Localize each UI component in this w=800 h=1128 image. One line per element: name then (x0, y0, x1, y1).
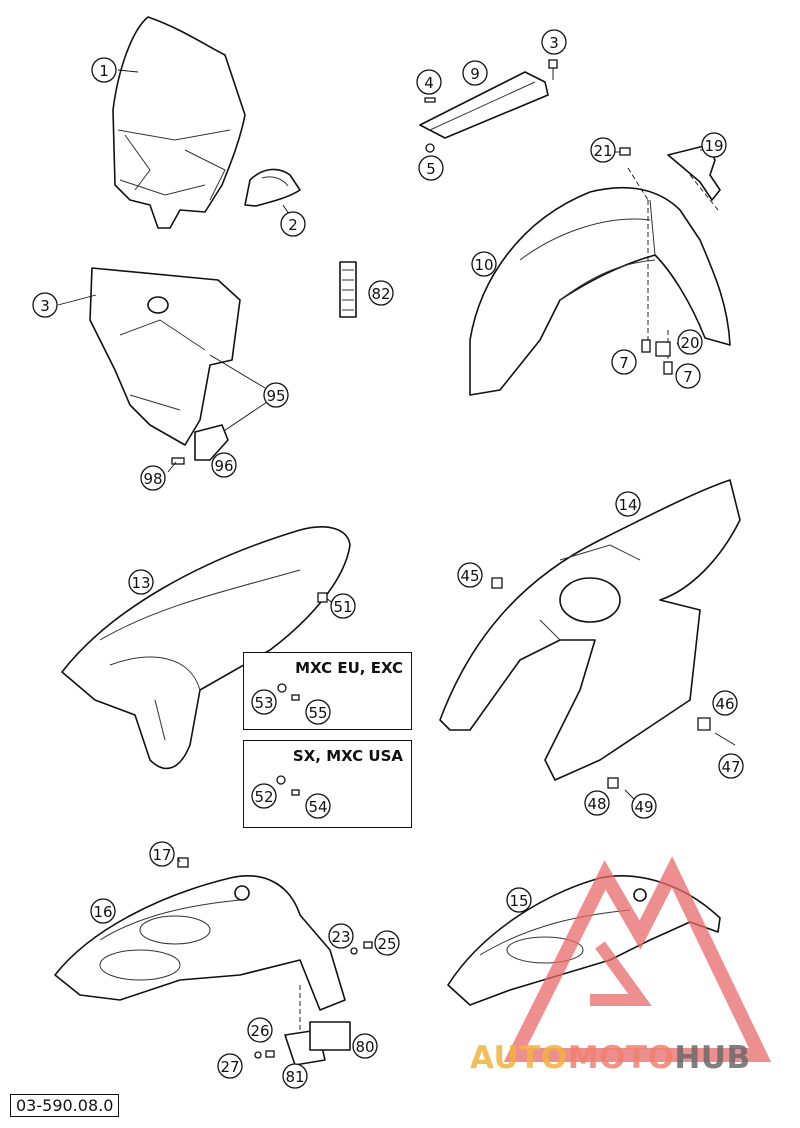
callout-number: 48 (587, 795, 606, 813)
callout-19: 19 (701, 132, 727, 158)
callout-7: 7 (611, 349, 637, 375)
callout-number: 26 (250, 1022, 269, 1040)
watermark-logo (503, 856, 772, 1062)
callout-number: 80 (355, 1038, 374, 1056)
rear-fender-part (61, 526, 351, 770)
callout-number: 16 (93, 903, 112, 921)
callout-number: 45 (460, 567, 479, 585)
callout-51: 51 (330, 593, 356, 619)
callout-98: 98 (140, 465, 166, 491)
callout-number: 10 (474, 256, 493, 274)
callout-number: 81 (285, 1068, 304, 1086)
callout-number: 2 (288, 216, 298, 234)
callout-17: 17 (149, 841, 175, 867)
callout-number: 95 (266, 387, 285, 405)
sticker-part (339, 261, 357, 318)
callout-number: 4 (424, 74, 434, 92)
callout-number: 14 (618, 496, 637, 514)
callout-95: 95 (263, 382, 289, 408)
callout-4: 4 (416, 69, 442, 95)
callout-number: 49 (634, 798, 653, 816)
callout-number: 13 (131, 574, 150, 592)
callout-3: 3 (541, 29, 567, 55)
callout-number: 7 (683, 368, 693, 386)
callout-45: 45 (457, 562, 483, 588)
callout-46: 46 (712, 690, 738, 716)
callout-26: 26 (247, 1017, 273, 1043)
variant-title: MXC EU, EXC (295, 659, 403, 677)
callout-number: 15 (509, 892, 528, 910)
headlight-mask-part (112, 16, 246, 229)
callout-13: 13 (128, 569, 154, 595)
rear-fender-variant-part (54, 875, 346, 1011)
callout-48: 48 (584, 790, 610, 816)
rear-side-panel-part (439, 479, 741, 781)
callout-number: 27 (220, 1058, 239, 1076)
callout-number: 20 (680, 334, 699, 352)
callout-16: 16 (90, 898, 116, 924)
callout-49: 49 (631, 793, 657, 819)
variant-box-mxc-eu-exc: MXC EU, EXC (243, 652, 412, 730)
callout-1: 1 (91, 57, 117, 83)
number-plate-part (89, 267, 241, 446)
callout-number: 7 (619, 354, 629, 372)
callout-number: 46 (715, 695, 734, 713)
callout-number: 9 (470, 65, 480, 83)
variant-title: SX, MXC USA (292, 747, 403, 765)
callout-21: 21 (590, 137, 616, 163)
callout-number: 5 (426, 160, 436, 178)
callout-80: 80 (352, 1033, 378, 1059)
front-fender-part (469, 186, 731, 396)
watermark-word-hub: HUB (674, 1040, 751, 1076)
callout-20: 20 (677, 329, 703, 355)
headlight-bracket-part (244, 168, 301, 207)
callout-number: 21 (593, 142, 612, 160)
callout-number: 3 (40, 297, 50, 315)
watermark-word-auto: AUTO (470, 1040, 568, 1076)
drawing-number: 03-590.08.0 (10, 1094, 120, 1117)
callout-96: 96 (211, 452, 237, 478)
mounting-strip-part (419, 71, 549, 139)
callout-number: 96 (214, 457, 233, 475)
callout-number: 98 (143, 470, 162, 488)
callout-7: 7 (675, 363, 701, 389)
callout-number: 47 (721, 758, 740, 776)
callout-81: 81 (282, 1063, 308, 1089)
callout-82: 82 (368, 280, 394, 306)
callout-47: 47 (718, 753, 744, 779)
callout-23: 23 (328, 923, 354, 949)
callout-14: 14 (615, 491, 641, 517)
watermark-word-moto: MOTO (567, 1040, 675, 1076)
callout-number: 1 (99, 62, 109, 80)
callout-5: 5 (418, 155, 444, 181)
callout-number: 17 (152, 846, 171, 864)
callout-number: 23 (331, 928, 350, 946)
callout-10: 10 (471, 251, 497, 277)
callout-15: 15 (506, 887, 532, 913)
callout-25: 25 (374, 930, 400, 956)
callout-2: 2 (280, 211, 306, 237)
watermark-text: AUTOMOTOHUB (470, 1040, 751, 1076)
callout-number: 51 (333, 598, 352, 616)
variant-box-sx-mxc-usa: SX, MXC USA (243, 740, 412, 828)
callout-number: 3 (549, 34, 559, 52)
callout-27: 27 (217, 1053, 243, 1079)
callout-number: 25 (377, 935, 396, 953)
callout-number: 19 (704, 137, 723, 155)
callout-9: 9 (462, 60, 488, 86)
callout-3: 3 (32, 292, 58, 318)
callout-number: 82 (371, 285, 390, 303)
